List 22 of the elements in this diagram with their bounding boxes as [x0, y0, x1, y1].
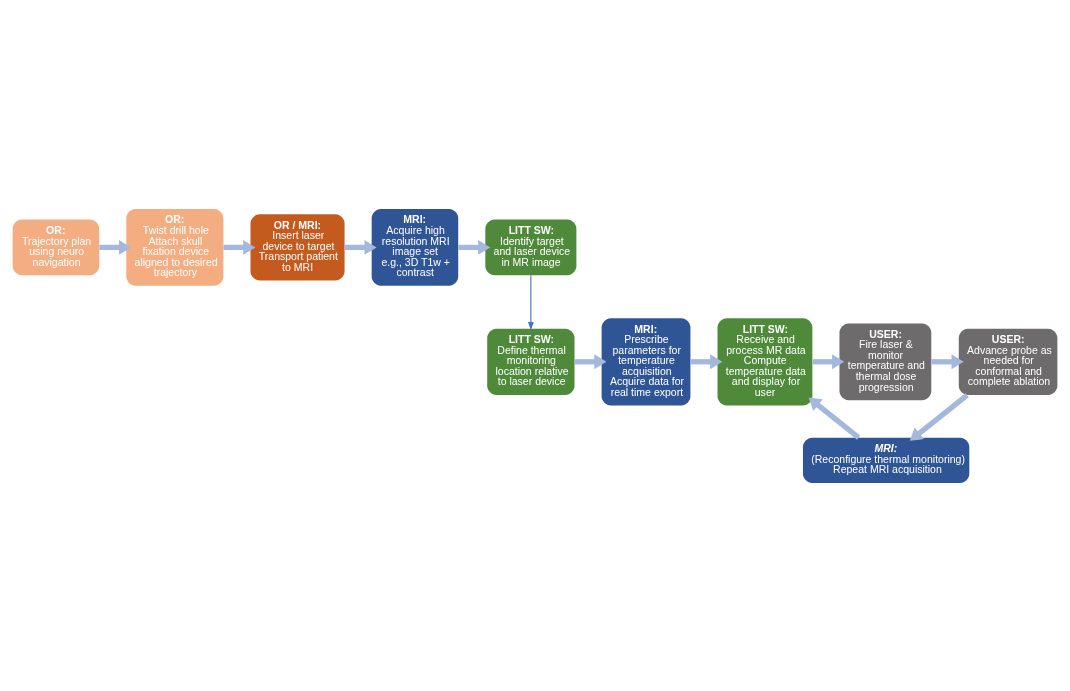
- node-box: OR: Trajectory plan using neuro navigation: [12, 219, 100, 275]
- arrow: [344, 239, 377, 255]
- node-box: OR / MRI: Insert laser device to target Transport patient to MRI: [250, 213, 345, 280]
- arrow: [808, 397, 861, 440]
- node-box: OR: Twist drill hole Attach skull fixation device aligned to desired trajectory: [126, 208, 224, 286]
- node-box: LITT SW: Identify target and laser device in MR image: [485, 219, 577, 275]
- node-box: USER: Advance probe as needed for conformal and complete ablation: [958, 328, 1058, 395]
- arrow: [574, 353, 607, 369]
- arrow: [223, 239, 256, 255]
- arrow: [527, 274, 534, 330]
- arrow: [99, 239, 132, 255]
- node-box: USER: Fire laser & monitor temperature and thermal dose progression: [839, 322, 932, 400]
- node-box: LITT SW: Define thermal monitoring location relative to laser device: [487, 328, 575, 395]
- arrow: [458, 239, 491, 255]
- arrow: [812, 353, 845, 369]
- arrow: [931, 353, 964, 369]
- arrow: [909, 392, 969, 441]
- node-box: MRI: Acquire high resolution MRI image set e.g., 3D T1w + contrast: [371, 208, 459, 286]
- node-box: MRI: (Reconfigure thermal monitoring) Repeat MRI acquisition: [802, 437, 970, 483]
- node-box: MRI: Prescribe parameters for temperature acquisition Acquire data for real time export: [601, 317, 691, 405]
- arrow: [690, 353, 723, 369]
- node-box: LITT SW: Receive and process MR data Compute temperature data and display for user: [717, 317, 813, 405]
